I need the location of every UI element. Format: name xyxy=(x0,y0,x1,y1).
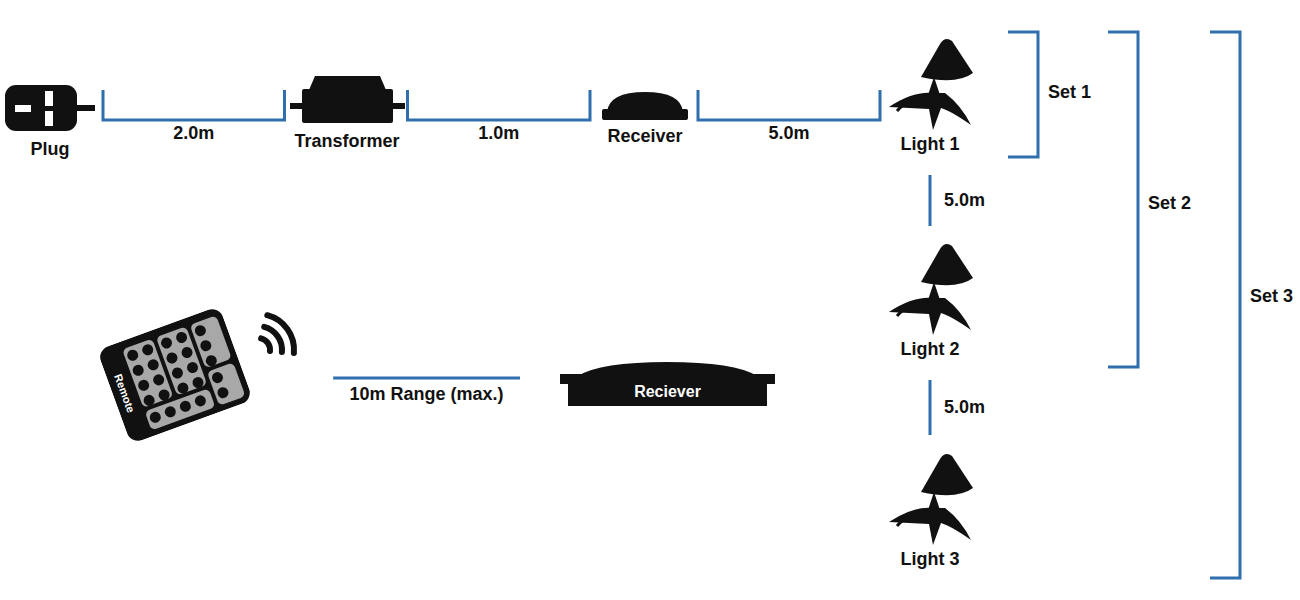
transformer-icon xyxy=(290,72,405,127)
signal-arc xyxy=(261,338,270,351)
remote-control: Remote xyxy=(97,306,253,444)
signal-arc xyxy=(264,327,282,352)
plug-icon xyxy=(5,80,95,135)
node-label: Light 1 xyxy=(901,134,960,155)
cable-line xyxy=(103,90,285,120)
receiver-icon xyxy=(599,90,691,122)
length-label: 5.0m xyxy=(942,397,987,418)
light-icon xyxy=(885,35,975,130)
node-label: Light 2 xyxy=(901,339,960,360)
set-bracket xyxy=(1210,32,1240,578)
cable-line xyxy=(929,175,932,226)
length-label: 5.0m xyxy=(942,190,987,211)
receiver-unit: Reciever xyxy=(560,360,775,406)
length-label: 1.0m xyxy=(476,123,521,144)
length-label: 5.0m xyxy=(766,123,811,144)
light-icon xyxy=(885,240,975,335)
set-label: Set 3 xyxy=(1248,286,1295,307)
set-bracket xyxy=(1108,32,1138,367)
receiver-node: Receiver xyxy=(599,90,691,147)
node-label: Light 3 xyxy=(901,549,960,570)
node-label: Plug xyxy=(31,139,70,160)
node-label: Transformer xyxy=(294,131,399,152)
light-node: Light 2 xyxy=(885,240,975,360)
cable-line xyxy=(333,377,520,380)
cable-line xyxy=(929,380,932,435)
plug-node: Plug xyxy=(5,80,95,160)
set-bracket xyxy=(1008,32,1038,157)
transformer-node: Transformer xyxy=(290,72,405,152)
set-label: Set 2 xyxy=(1146,193,1193,214)
node-label: Receiver xyxy=(607,126,682,147)
length-label: 10m Range (max.) xyxy=(348,384,506,405)
light-node: Light 1 xyxy=(885,35,975,155)
node-label: Reciever xyxy=(560,381,775,403)
set-label: Set 1 xyxy=(1046,82,1093,103)
signal-arc xyxy=(267,315,294,353)
wireless-signal xyxy=(261,315,294,353)
light-node: Light 3 xyxy=(885,450,975,570)
light-icon xyxy=(885,450,975,545)
cable-line xyxy=(698,90,880,120)
length-label: 2.0m xyxy=(171,123,216,144)
cable-line xyxy=(408,90,591,120)
